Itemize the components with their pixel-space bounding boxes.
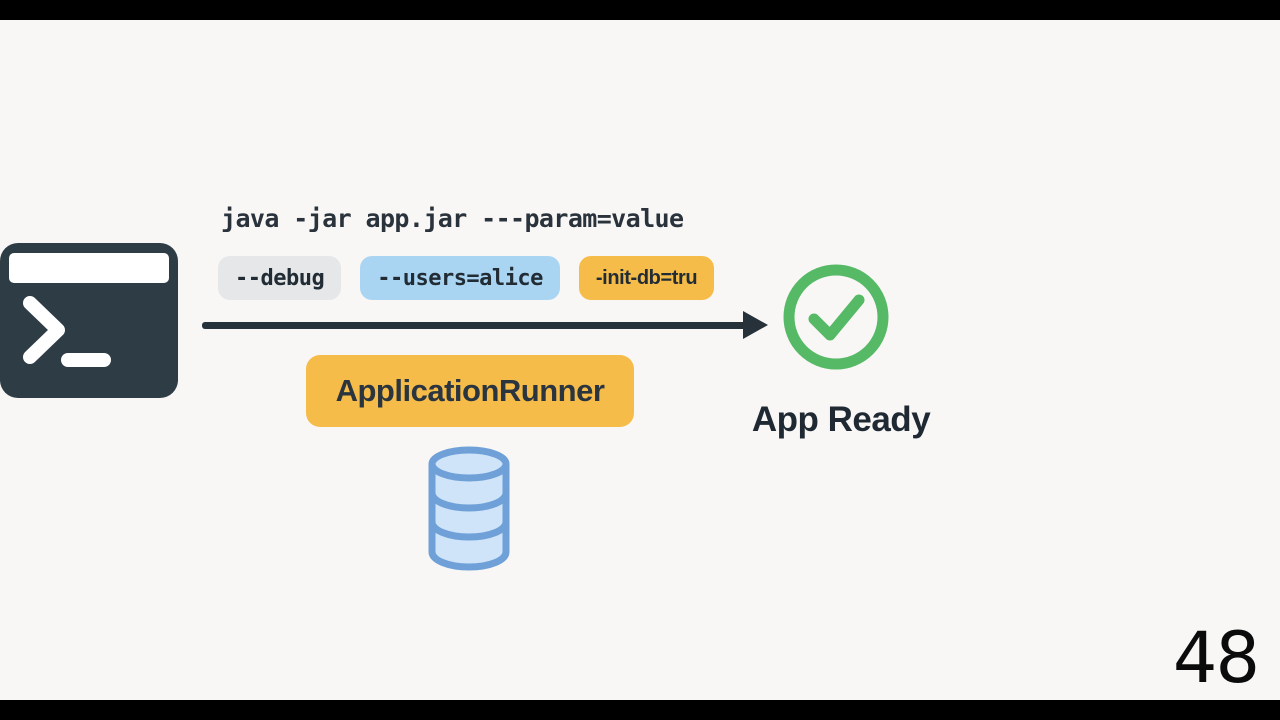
- arrow-head: [743, 311, 768, 339]
- flag-badge-init-db: -init-db=tru: [578, 256, 715, 300]
- command-line-text: java -jar app.jar ---param=value: [221, 204, 684, 233]
- check-circle-icon: [781, 262, 891, 372]
- flag-badges-row: --debug --users=alice -init-db=tru: [218, 256, 715, 300]
- arrow-shaft: [202, 322, 747, 329]
- arrow-right: [202, 311, 768, 339]
- slide-number: 48: [1172, 617, 1260, 699]
- top-letterbox-bar: [0, 0, 1280, 20]
- application-runner-box: ApplicationRunner: [306, 355, 634, 427]
- app-ready-label: App Ready: [751, 400, 931, 439]
- flag-badge-users: --users=alice: [360, 256, 560, 300]
- bottom-letterbox-bar: [0, 700, 1280, 720]
- terminal-icon: [0, 243, 178, 398]
- database-icon: [423, 444, 515, 572]
- flag-badge-debug: --debug: [218, 256, 342, 300]
